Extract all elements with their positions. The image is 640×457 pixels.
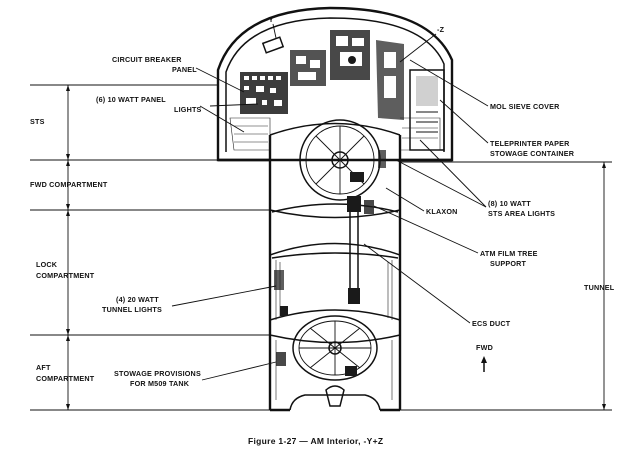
label-minus-y: -Y bbox=[266, 15, 274, 24]
label-fwd: FWD bbox=[476, 343, 493, 352]
label-tunnel-lights-line1: (4) 20 WATT bbox=[116, 295, 159, 304]
label-lock-compartment-line2: COMPARTMENT bbox=[36, 271, 95, 280]
sts-equipment bbox=[229, 30, 445, 151]
callout-labels: -Y -Z CIRCUIT BREAKER PANEL (6) 10 WATT … bbox=[30, 15, 615, 388]
tunnel-light-fixtures bbox=[274, 270, 288, 316]
label-sts: STS bbox=[30, 117, 45, 126]
fwd-arrow bbox=[481, 356, 487, 372]
label-atm-film-line1: ATM FILM TREE bbox=[480, 249, 538, 258]
label-teleprinter-line1: TELEPRINTER PAPER bbox=[490, 139, 570, 148]
label-tunnel: TUNNEL bbox=[584, 283, 615, 292]
label-lock-compartment-line1: LOCK bbox=[36, 260, 58, 269]
label-panel-lights-line2: LIGHTS bbox=[174, 105, 202, 114]
label-stowage-line1: STOWAGE PROVISIONS bbox=[114, 369, 201, 378]
left-dimension-lines bbox=[30, 84, 270, 411]
label-aft-compartment-line1: AFT bbox=[36, 363, 51, 372]
label-ecs-duct: ECS DUCT bbox=[472, 319, 511, 328]
label-sts-area-lights-line2: STS AREA LIGHTS bbox=[488, 209, 555, 218]
label-fwd-compartment: FWD COMPARTMENT bbox=[30, 180, 108, 189]
label-sts-area-lights-line1: (8) 10 WATT bbox=[488, 199, 531, 208]
aft-hatch-wheel bbox=[276, 315, 378, 407]
label-mol-sieve-cover: MOL SIEVE COVER bbox=[490, 102, 560, 111]
tunnel-dimension-lines bbox=[400, 161, 612, 411]
figure-caption: Figure 1-27 — AM Interior, -Y+Z bbox=[248, 436, 383, 446]
label-klaxon: KLAXON bbox=[426, 207, 458, 216]
label-circuit-breaker-panel-line1: CIRCUIT BREAKER bbox=[112, 55, 182, 64]
leader-lines bbox=[171, 23, 489, 381]
label-stowage-line2: FOR M509 TANK bbox=[130, 379, 190, 388]
module-structure bbox=[216, 6, 454, 412]
label-circuit-breaker-panel-line2: PANEL bbox=[172, 65, 197, 74]
label-atm-film-line2: SUPPORT bbox=[490, 259, 527, 268]
label-aft-compartment-line2: COMPARTMENT bbox=[36, 374, 95, 383]
label-tunnel-lights-line2: TUNNEL LIGHTS bbox=[102, 305, 162, 314]
atm-film-tree-support bbox=[347, 196, 374, 304]
forward-hatch-wheel bbox=[299, 119, 386, 201]
label-minus-z: -Z bbox=[437, 25, 445, 34]
label-teleprinter-line2: STOWAGE CONTAINER bbox=[490, 149, 575, 158]
label-panel-lights-line1: (6) 10 WATT PANEL bbox=[96, 95, 166, 104]
